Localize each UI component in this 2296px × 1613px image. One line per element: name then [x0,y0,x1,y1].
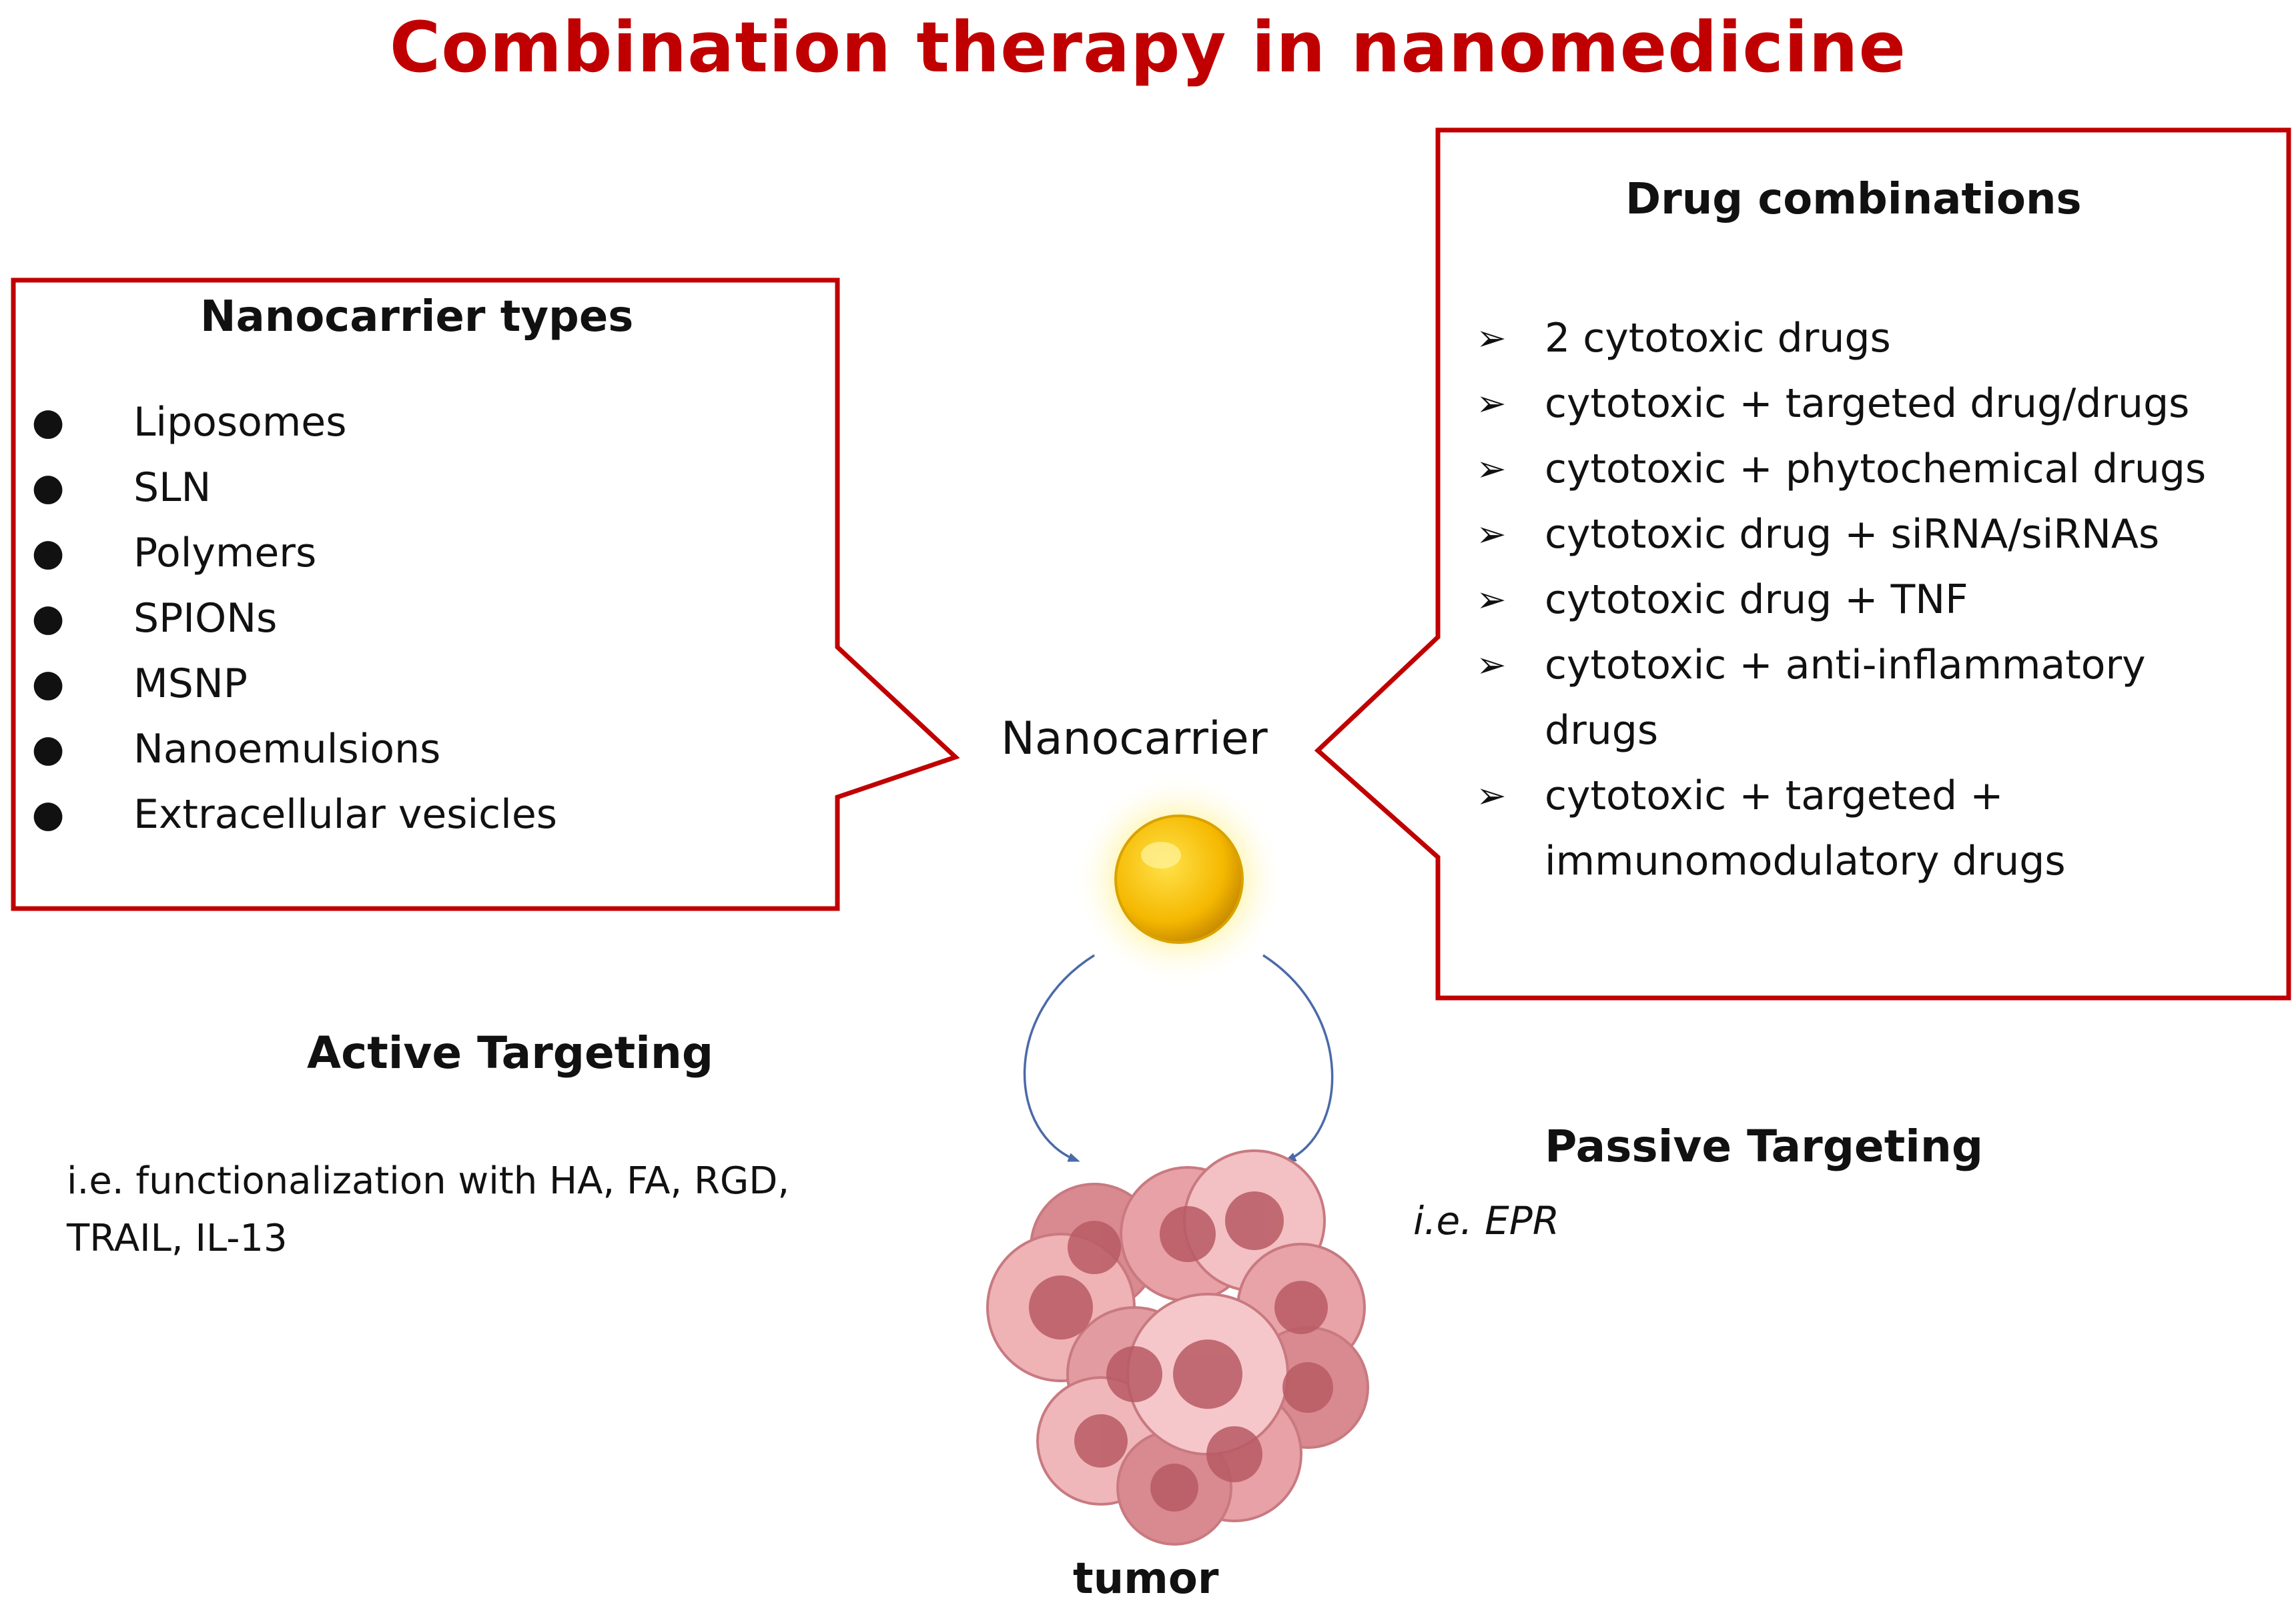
nanocarrier-types-heading: Nanocarrier types [200,292,634,342]
drug-combinations-list: ➢2 cytotoxic drugs ➢cytotoxic + targeted… [1471,306,2219,894]
list-item: ➢cytotoxic + targeted + immunomodulatory… [1471,763,2219,894]
nanocarrier-label: Nanocarrier [1001,712,1268,765]
nanoparticle-icon [1072,772,1286,986]
list-item: ➢cytotoxic + anti-inflammatory drugs [1471,632,2219,763]
list-item: ➢2 cytotoxic drugs [1471,306,2219,371]
page-title: Combination therapy in nanomedicine [389,7,1907,88]
arrowhead-bullet-icon: ➢ [1476,644,1507,686]
list-item: ●Liposomes [28,390,557,455]
tumor-label: tumor [1073,1554,1219,1604]
list-item: ●Polymers [28,520,557,586]
tumor-icon [986,1149,1369,1546]
list-item: ➢cytotoxic drug + siRNA/siRNAs [1471,502,2219,567]
active-targeting-arrow [1023,954,1095,1162]
bullet-icon: ● [31,466,65,509]
bullet-icon: ● [31,531,65,574]
bullet-icon: ● [31,792,65,836]
list-item: ●Extracellular vesicles [28,782,557,847]
arrowhead-bullet-icon: ➢ [1476,578,1507,620]
list-item: ●SPIONs [28,586,557,651]
bullet-icon: ● [31,727,65,770]
arrowhead-bullet-icon: ➢ [1476,774,1507,817]
list-item: ➢cytotoxic drug + TNF [1471,567,2219,632]
bullet-icon: ● [31,662,65,705]
list-item: ➢cytotoxic + targeted drug/drugs [1471,371,2219,436]
passive-targeting-description: i.e. EPR [1413,1198,1560,1243]
bullet-icon: ● [31,596,65,640]
passive-targeting-title: Passive Targeting [1545,1121,1984,1172]
passive-targeting-arrow [1262,954,1334,1162]
active-targeting-description: i.e. functionalization with HA, FA, RGD,… [67,1159,790,1260]
nanocarrier-types-callout [11,278,960,911]
arrowhead-bullet-icon: ➢ [1476,317,1507,359]
nanocarrier-types-list: ●Liposomes ●SLN ●Polymers ●SPIONs ●MSNP … [28,390,557,847]
list-item: ●Nanoemulsions [28,716,557,782]
drug-combinations-heading: Drug combinations [1625,175,2082,224]
bullet-icon: ● [31,400,65,444]
list-item: ➢cytotoxic + phytochemical drugs [1471,436,2219,502]
arrowhead-bullet-icon: ➢ [1476,448,1507,490]
drug-combinations-callout [1314,127,2291,1001]
active-targeting-title: Active Targeting [307,1027,714,1079]
list-item: ●SLN [28,455,557,520]
arrowhead-bullet-icon: ➢ [1476,513,1507,555]
list-item: ●MSNP [28,651,557,716]
arrowhead-bullet-icon: ➢ [1476,382,1507,424]
